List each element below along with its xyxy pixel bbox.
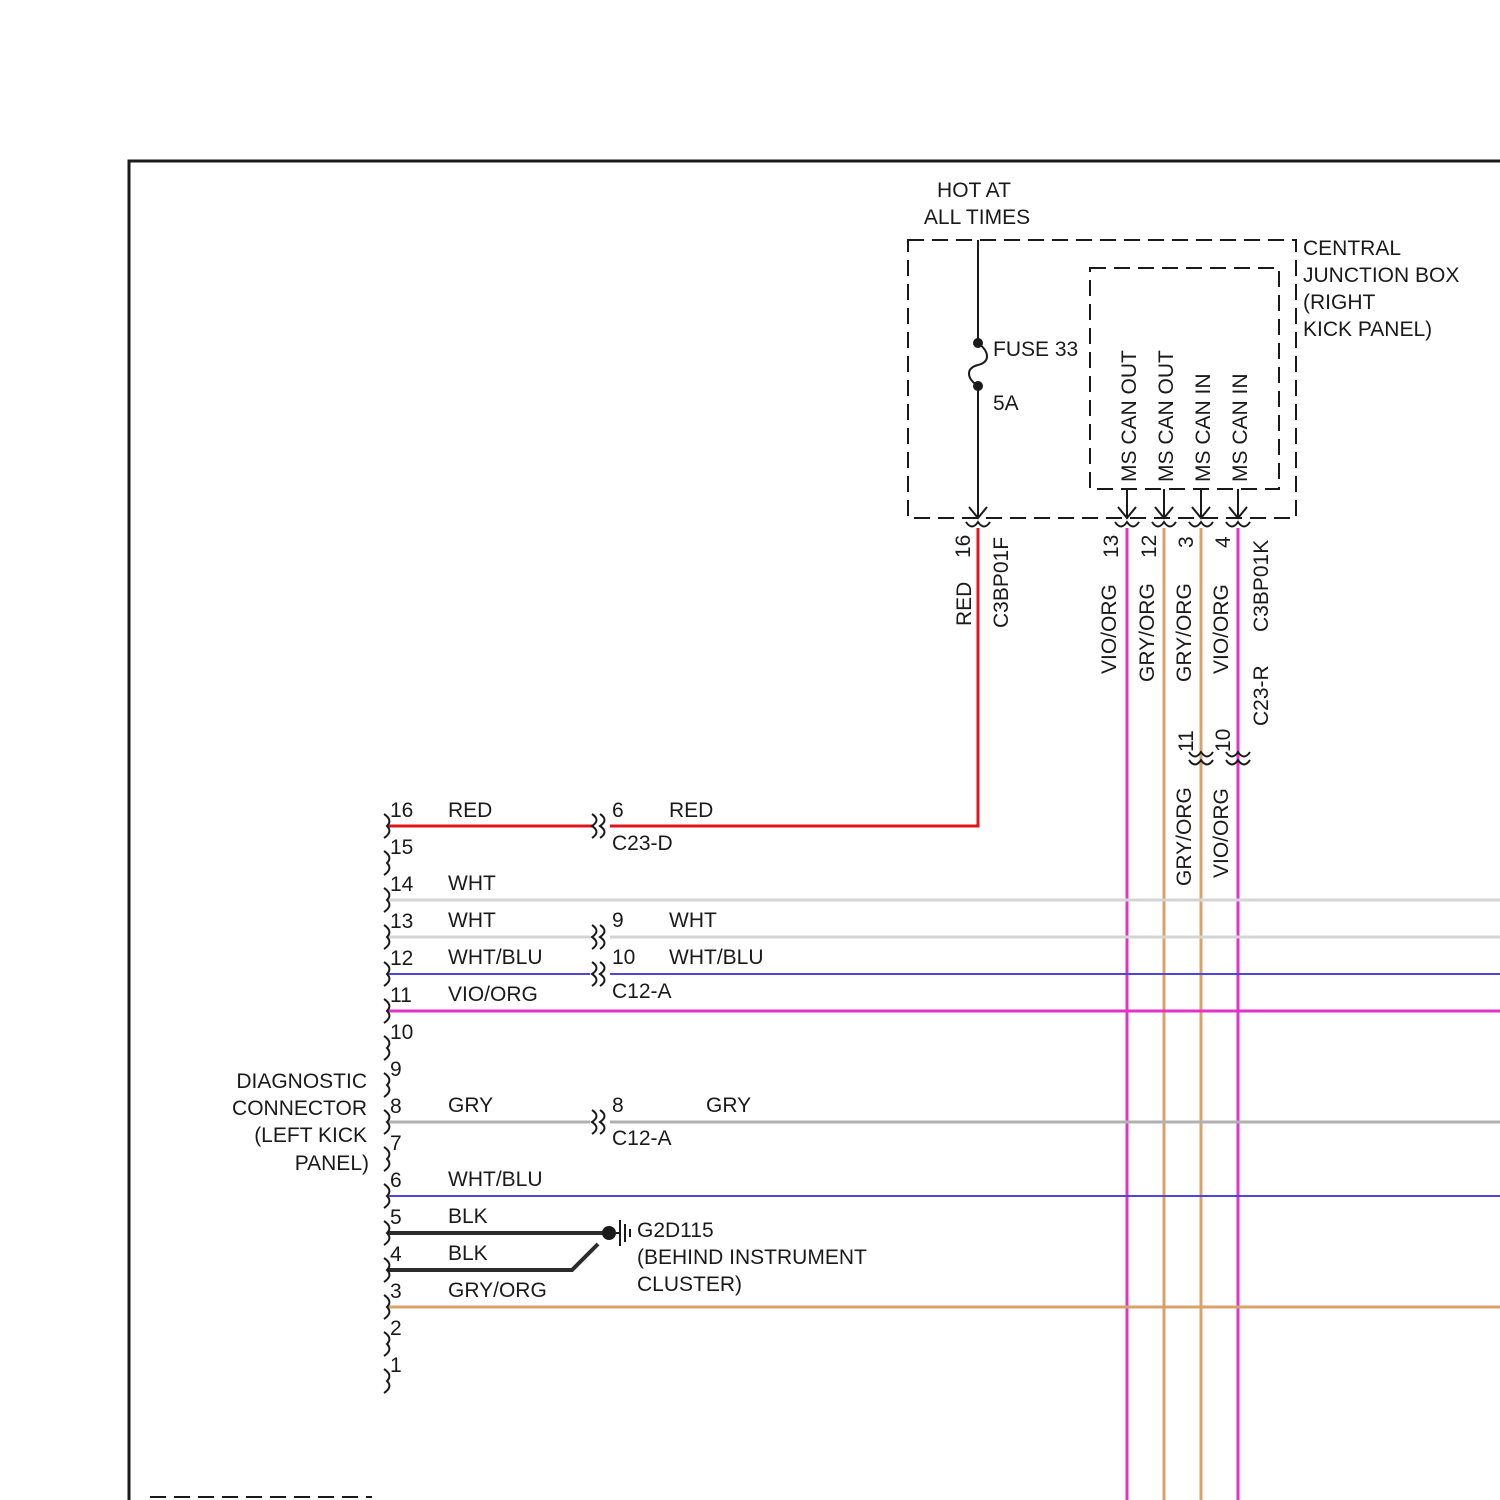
dlc-pin-number-16: 16 xyxy=(390,799,413,822)
c23r-pin-10: 10 xyxy=(1212,729,1235,752)
junction-box-name-3: (RIGHT xyxy=(1303,291,1375,314)
dlc-pin-cup-1 xyxy=(384,1369,389,1393)
wire-color-gry-org-lower: GRY/ORG xyxy=(1173,787,1196,886)
dlc-pin-cup-2 xyxy=(384,1332,389,1356)
can-output-label-2: MS CAN OUT xyxy=(1155,350,1178,482)
jb-pin-16: 16 xyxy=(952,535,975,558)
dlc-pin-number-10: 10 xyxy=(390,1021,413,1044)
c12a-pin-8-color: GRY xyxy=(706,1094,751,1117)
junction-box-connector-cups xyxy=(966,522,1250,527)
dlc-pin-number-4: 4 xyxy=(390,1243,402,1266)
blk-wire-4 xyxy=(388,1244,598,1270)
junction-box-name-1: CENTRAL xyxy=(1303,237,1401,260)
fuse-icon xyxy=(969,343,987,386)
c12a-name-2: C12-A xyxy=(612,1127,672,1150)
jb-pin-4: 4 xyxy=(1212,536,1235,548)
dlc-wire-color-14: WHT xyxy=(448,872,496,895)
wire-color-vio-org-2: VIO/ORG xyxy=(1210,584,1233,674)
diagram-frame xyxy=(129,161,1500,1500)
dlc-pin-cup-7 xyxy=(384,1147,389,1171)
connector-c3bp01k: C3BP01K xyxy=(1250,540,1273,632)
dlc-pin-cup-15 xyxy=(384,851,389,875)
inline-connector-cups xyxy=(592,814,605,1134)
diagnostic-connector-label-3: (LEFT KICK xyxy=(254,1124,367,1147)
connector-c3bp01f: C3BP01F xyxy=(990,537,1013,628)
dlc-pin-number-6: 6 xyxy=(390,1169,402,1192)
dlc-wire-color-5: BLK xyxy=(448,1205,488,1228)
dlc-pin-number-12: 12 xyxy=(390,947,413,970)
can-input-label-2: MS CAN IN xyxy=(1229,373,1252,482)
dlc-pin-number-9: 9 xyxy=(390,1058,402,1081)
junction-box-name-4: KICK PANEL) xyxy=(1303,318,1432,341)
ground-location-2: CLUSTER) xyxy=(637,1273,742,1296)
dlc-pin-number-1: 1 xyxy=(390,1354,402,1377)
dlc-pin-number-11: 11 xyxy=(390,984,412,1007)
horizontal-wires xyxy=(388,826,1500,1307)
dlc-wire-color-13: WHT xyxy=(448,909,496,932)
red-wire xyxy=(610,528,978,826)
dlc-pin-number-3: 3 xyxy=(390,1280,402,1303)
diagnostic-connector-label-2: CONNECTOR xyxy=(232,1097,367,1120)
ground-location-1: (BEHIND INSTRUMENT xyxy=(637,1246,867,1269)
dlc-pin-number-5: 5 xyxy=(390,1206,402,1229)
dlc-pin-number-13: 13 xyxy=(390,910,413,933)
diagnostic-connector-pins: 16 15 14 13 12 11 10 9 8 7 6 5 4 3 2 1 xyxy=(384,799,414,1393)
jb-pin-13: 13 xyxy=(1100,535,1123,558)
hot-at-label: HOT AT xyxy=(937,179,1011,202)
c12a-pin-9: 9 xyxy=(612,909,624,932)
connector-c23-r: C23-R xyxy=(1250,665,1273,726)
wire-color-gry-org-2: GRY/ORG xyxy=(1173,583,1196,682)
c23d-wire-color: RED xyxy=(669,799,713,822)
dlc-wire-color-11: VIO/ORG xyxy=(448,983,538,1006)
diagnostic-connector-label-1: DIAGNOSTIC xyxy=(236,1070,367,1093)
dlc-pin-number-2: 2 xyxy=(390,1317,402,1340)
c12a-name: C12-A xyxy=(612,980,672,1003)
dlc-wire-color-4: BLK xyxy=(448,1242,488,1265)
can-input-label-1: MS CAN IN xyxy=(1192,373,1215,482)
fuse-rating: 5A xyxy=(993,392,1019,415)
jb-pin-12: 12 xyxy=(1138,535,1161,558)
dlc-wire-color-8: GRY xyxy=(448,1094,493,1117)
c12a-pin-9-color: WHT xyxy=(669,909,717,932)
dlc-pin-number-8: 8 xyxy=(390,1095,402,1118)
dlc-wire-color-12: WHT/BLU xyxy=(448,946,543,969)
c23r-connector-cups xyxy=(1189,752,1250,765)
c12a-pin-10-color: WHT/BLU xyxy=(669,946,764,969)
dlc-wire-color-16: RED xyxy=(448,799,492,822)
ground-splice-dot xyxy=(602,1226,616,1240)
wire-color-vio-org-lower: VIO/ORG xyxy=(1210,788,1233,878)
c23d-name: C23-D xyxy=(612,832,673,855)
dlc-pin-cup-10 xyxy=(384,1036,389,1060)
dlc-pin-number-15: 15 xyxy=(390,836,413,859)
ground-icon xyxy=(616,1220,630,1246)
dlc-pin-number-7: 7 xyxy=(390,1132,402,1155)
diagnostic-connector-label-4: PANEL) xyxy=(295,1152,369,1175)
c12a-pin-8: 8 xyxy=(612,1094,624,1117)
can-output-label-1: MS CAN OUT xyxy=(1118,350,1141,482)
dlc-pin-number-14: 14 xyxy=(390,873,414,896)
junction-box-name-2: JUNCTION BOX xyxy=(1303,264,1459,287)
dlc-pin-cup-9 xyxy=(384,1073,389,1097)
c23d-pin: 6 xyxy=(612,799,624,822)
can-output-lines xyxy=(1118,489,1247,518)
c23r-pin-11: 11 xyxy=(1175,730,1198,752)
wire-color-red-vertical: RED xyxy=(953,582,976,626)
dlc-wire-color-3: GRY/ORG xyxy=(448,1279,547,1302)
ground-name: G2D115 xyxy=(637,1219,714,1242)
all-times-label: ALL TIMES xyxy=(924,206,1030,229)
wire-color-vio-org-1: VIO/ORG xyxy=(1098,584,1121,674)
jb-pin-3: 3 xyxy=(1175,536,1198,548)
wire-color-gry-org-1: GRY/ORG xyxy=(1136,583,1159,682)
fuse-name: FUSE 33 xyxy=(993,338,1078,361)
c12a-pin-10: 10 xyxy=(612,946,635,969)
dlc-wire-color-6: WHT/BLU xyxy=(448,1168,543,1191)
